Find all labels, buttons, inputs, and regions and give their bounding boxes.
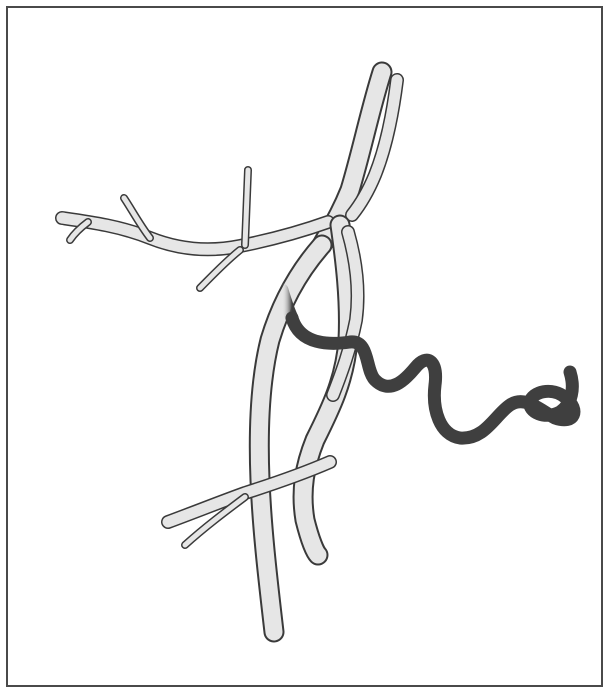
left-branch [62,218,328,249]
